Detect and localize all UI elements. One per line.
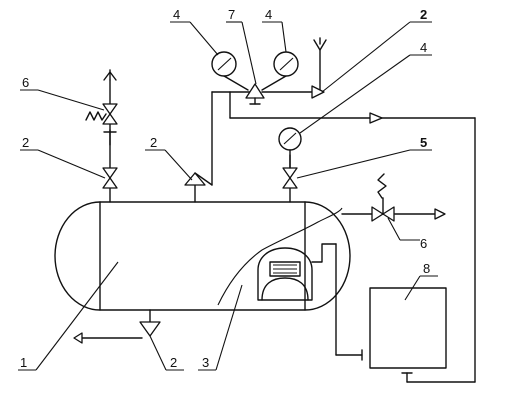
label-4-right: 4 <box>420 40 427 55</box>
label-7: 7 <box>228 7 235 22</box>
label-5: 5 <box>420 135 427 150</box>
leader-lines <box>18 21 438 371</box>
tank-8 <box>369 287 447 369</box>
label-6-right: 6 <box>420 236 427 251</box>
submerged-pump <box>257 243 337 301</box>
flow-arrows <box>73 112 446 344</box>
label-4-top-right: 4 <box>265 7 272 22</box>
label-8: 8 <box>423 261 430 276</box>
callout-labels: 6 2 2 4 7 4 2 4 5 6 8 1 2 3 <box>20 7 430 370</box>
horizontal-vessel <box>54 201 351 311</box>
pipes <box>81 37 476 383</box>
label-6-left: 6 <box>22 75 29 90</box>
label-1: 1 <box>20 355 27 370</box>
label-2-left: 2 <box>22 135 29 150</box>
label-3: 3 <box>202 355 209 370</box>
pressure-gauges <box>211 51 302 169</box>
label-4-top-left: 4 <box>173 7 180 22</box>
label-2-bottom: 2 <box>170 355 177 370</box>
label-2-top-right: 2 <box>420 7 427 22</box>
valves <box>102 83 395 337</box>
label-2-mid: 2 <box>150 135 157 150</box>
